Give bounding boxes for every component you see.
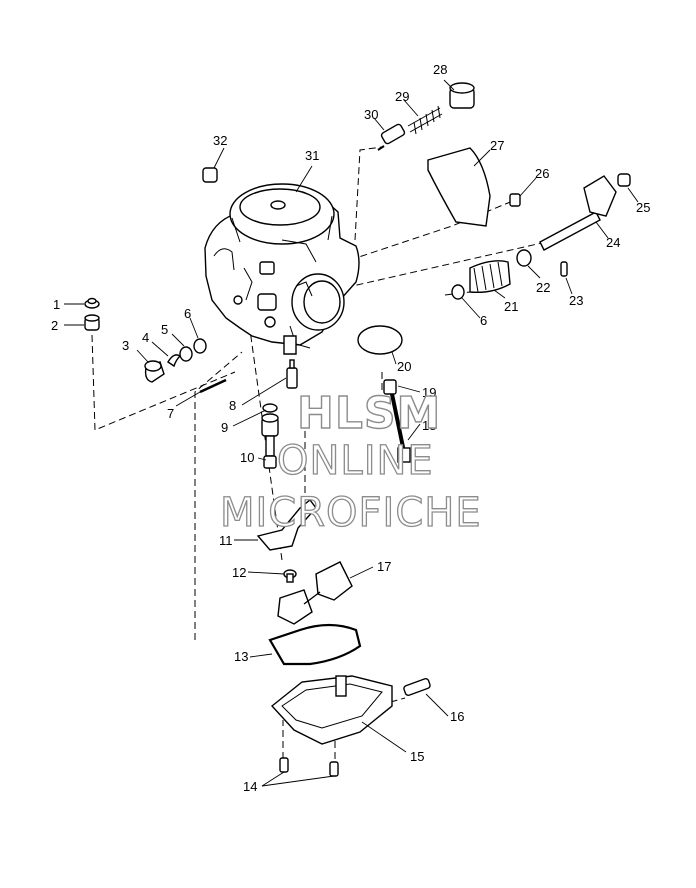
label-2: 2 [51, 318, 58, 333]
label-28: 28 [433, 62, 447, 77]
label-22: 22 [536, 280, 550, 295]
part-9-washer [262, 403, 278, 413]
part-22-collar [516, 249, 532, 267]
label-27: 27 [490, 138, 504, 153]
part-7-pin [199, 378, 227, 394]
watermark-line-3: MICROFICHE [220, 490, 482, 536]
part-29-spring [407, 105, 443, 135]
label-10: 10 [240, 450, 254, 465]
part-1-cap [84, 297, 100, 309]
part-15-float-bowl [270, 675, 393, 745]
label-21: 21 [504, 299, 518, 314]
part-2-fitting [84, 314, 100, 331]
label-25: 25 [636, 200, 650, 215]
part-27-cover [427, 147, 491, 227]
part-16-drain-screw [403, 678, 431, 696]
watermark: HLSM ONLINE MICROFICHE [219, 387, 482, 536]
label-15: 15 [410, 749, 424, 764]
label-26: 26 [535, 166, 549, 181]
part-28-cap [449, 82, 475, 109]
part-6b-washer [451, 284, 465, 300]
part-24-shaft [539, 175, 617, 251]
part-13-gasket [268, 623, 362, 666]
label-31: 31 [305, 148, 319, 163]
label-5: 5 [161, 322, 168, 337]
carburetor-body [204, 183, 360, 355]
part-25-screw [617, 173, 631, 187]
part-23-screw [560, 261, 568, 277]
part-5-washer [179, 346, 193, 362]
part-20-plate [357, 325, 403, 355]
label-32: 32 [213, 133, 227, 148]
label-16: 16 [450, 709, 464, 724]
watermark-line-2: ONLINE [277, 438, 434, 484]
part-3-plug [144, 360, 165, 383]
label-12: 12 [232, 565, 246, 580]
part-26-screw [509, 193, 521, 207]
part-21-spring [469, 260, 511, 294]
label-18: 18 [422, 418, 436, 433]
label-14: 14 [243, 779, 257, 794]
label-24: 24 [606, 235, 620, 250]
label-30: 30 [364, 107, 378, 122]
label-6b: 6 [480, 313, 487, 328]
part-14-screws [279, 757, 339, 777]
assembly-guide-lines [91, 146, 556, 770]
label-4: 4 [142, 330, 149, 345]
watermark-line-1: HLSM [297, 388, 441, 439]
label-9: 9 [221, 420, 228, 435]
label-19: 19 [422, 385, 436, 400]
part-8-jet [286, 359, 298, 389]
label-1: 1 [53, 297, 60, 312]
label-8: 8 [229, 398, 236, 413]
label-13: 13 [234, 649, 248, 664]
label-20: 20 [397, 359, 411, 374]
part-30-plunger [377, 123, 406, 151]
part-11-bracket [256, 499, 317, 551]
part-12-screw [283, 569, 297, 583]
leader-lines [64, 79, 639, 787]
label-29: 29 [395, 89, 409, 104]
label-3: 3 [122, 338, 129, 353]
part-17-float [277, 561, 353, 625]
label-7: 7 [167, 406, 174, 421]
callout-labels: 1 2 3 4 5 6 7 8 9 10 11 12 13 14 15 16 1… [51, 62, 650, 794]
part-4-clip [167, 354, 182, 368]
part-32-screw [202, 167, 218, 183]
label-17: 17 [377, 559, 391, 574]
part-10-needle-jet [261, 413, 279, 469]
part-6-oring [193, 338, 207, 354]
label-6: 6 [184, 306, 191, 321]
label-11: 11 [219, 533, 233, 548]
label-23: 23 [569, 293, 583, 308]
part-18-19-needle [383, 379, 411, 463]
